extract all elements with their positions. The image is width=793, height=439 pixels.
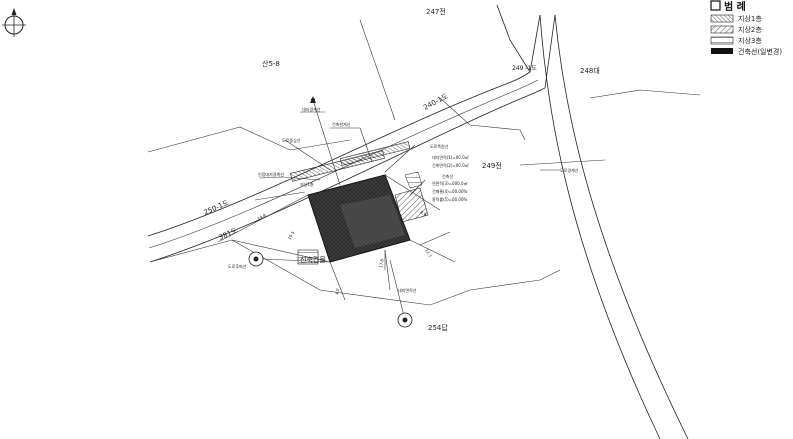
building-label: 신축건물 [300,255,326,264]
note-7: 대지면적선 [398,287,417,293]
parcel-label-san: 산5-8 [262,59,280,68]
right-road-label: 도로경계선 [560,167,579,173]
circle-marker-1 [248,251,331,267]
legend-item-4: 건축선(일변경) [738,47,782,56]
road-hatch-strip-2 [339,141,411,166]
leader-lines [259,98,560,321]
detail-line-0: 대지면적(1)=00.0㎡ [432,154,469,160]
dim-vertical: 17.8 [378,258,385,268]
dim-top-right: 8.0 [420,210,428,218]
parcel-boundaries [147,19,701,306]
note-6: 도로후퇴선 [228,263,247,269]
note-5: 지상1층 [300,181,314,187]
note-0: 대지경계선 [302,106,321,112]
legend-swatch-1 [710,14,734,23]
detail-line-2: 연면적(3)=000.0㎡ [432,180,468,186]
parcel-label-248: 248대 [580,67,600,75]
dim-bottom: 10.5 [287,230,296,241]
parcel-label-249: 249전 [482,161,502,170]
north-arrow-icon [310,96,316,103]
road-label-381: 381도 [218,226,240,242]
note-1: 도로중심선 [282,137,301,143]
detail-line-1: 건축면적(2)=00.0㎡ [432,162,469,168]
parcel-label-249-1: 249 -1도 [512,65,537,72]
building-footprint [307,171,429,263]
legend-swatch-4 [711,48,733,54]
legend-item-1: 지상1층 [738,14,762,23]
detail-line-4: 용적률(5)=00.00% [432,196,468,202]
dim-left: 14.8 [256,213,267,221]
road-band [147,4,556,263]
legend: 범 례 지상1층 지상2층 지상3층 건축선(일변경) [710,0,782,56]
legend-swatch-2 [710,25,734,34]
note-2: 건축한계선 [332,121,351,127]
circle-marker-2 [397,312,413,328]
compass-circle-icon [2,8,26,37]
note-3: 인접대지경계선 [258,171,284,177]
legend-item-2: 지상2층 [738,25,762,34]
legend-title: 범 례 [724,0,746,13]
legend-box-icon [710,0,721,11]
parcel-label-254: 254답 [428,323,448,332]
parcel-label-247: 247전 [426,7,446,16]
dim-right: 12.7 [424,248,433,259]
legend-swatch-3 [710,36,734,45]
small-building-mark [297,249,319,265]
note-4: 도로폭원선 [430,143,449,149]
note-8: 건축선 [442,173,453,179]
road-label-250-1: 250-1도 [203,198,231,216]
detail-line-3: 건폐율(4)=00.00% [432,188,468,194]
right-road [519,14,689,439]
dim-small: 4.0 [334,288,340,296]
legend-item-3: 지상3층 [738,36,762,45]
